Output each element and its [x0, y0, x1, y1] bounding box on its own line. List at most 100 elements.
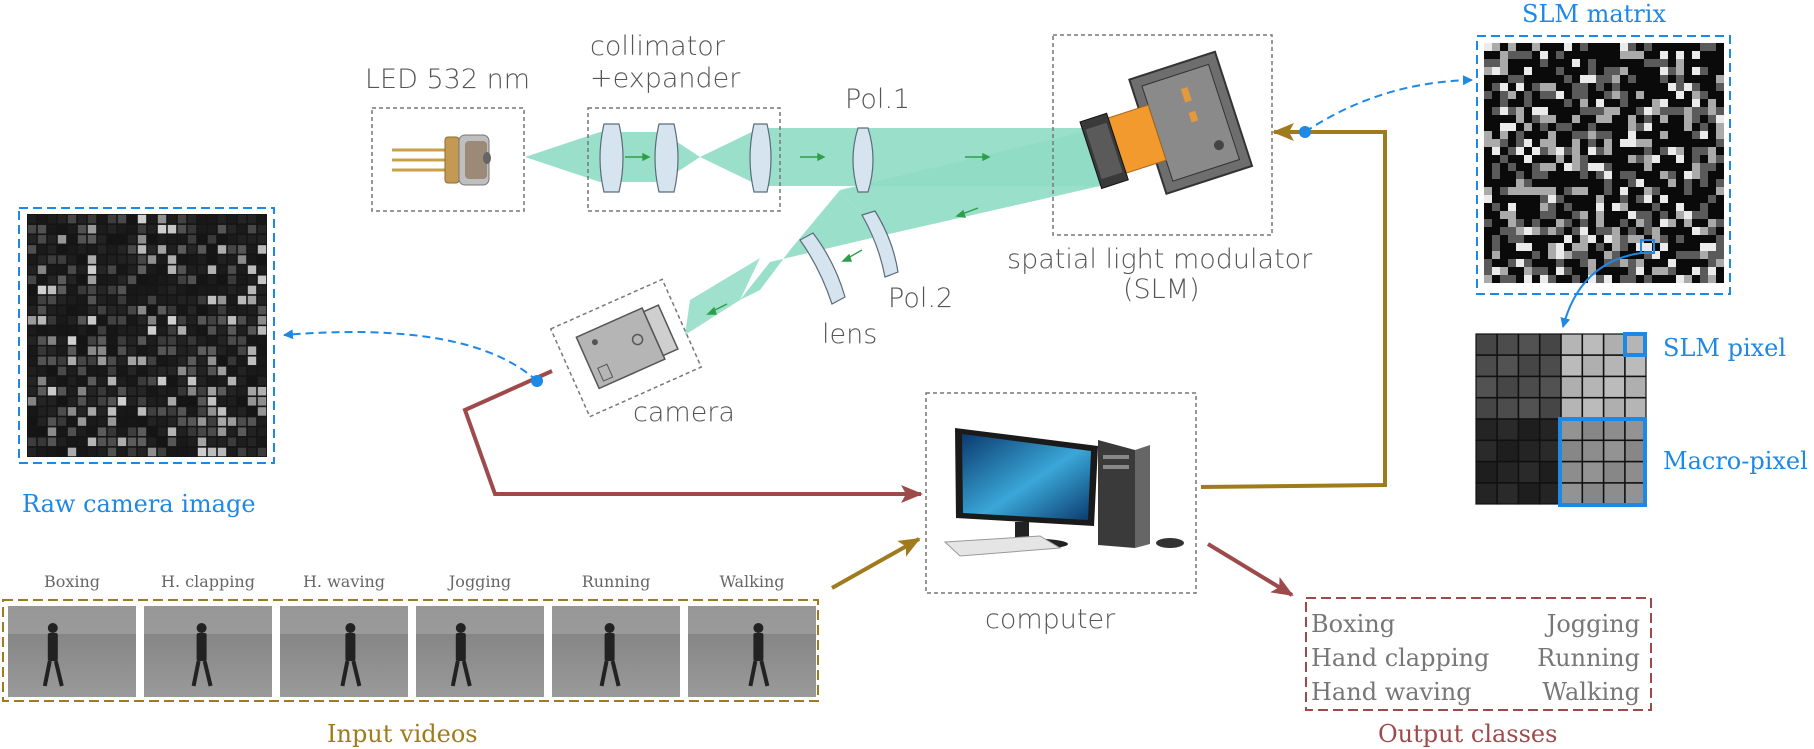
slm-cell	[1516, 107, 1524, 115]
camera-speckle	[87, 326, 97, 335]
camera-speckle	[167, 295, 177, 305]
slm-cell	[1636, 107, 1644, 115]
camera-speckle	[57, 376, 67, 386]
camera-speckle	[167, 417, 177, 426]
slm-cell	[1588, 123, 1596, 131]
slm-cell	[1660, 75, 1668, 83]
slm-cell	[1548, 163, 1556, 171]
slm-cell	[1508, 107, 1516, 115]
slm-cell	[1588, 267, 1596, 275]
camera-speckle	[247, 295, 257, 305]
raw-camera-image-label: Raw camera image	[22, 490, 256, 518]
camera-speckle	[147, 437, 157, 447]
camera-speckle	[37, 366, 47, 376]
camera-speckle	[197, 214, 207, 224]
slm-cell	[1668, 219, 1676, 227]
slm-cell	[1596, 227, 1604, 235]
slm-cell	[1716, 155, 1724, 163]
camera-speckle	[97, 417, 107, 426]
slm-cell	[1620, 43, 1628, 51]
camera-speckle	[137, 376, 147, 386]
camera-speckle	[227, 376, 237, 386]
macro-cell	[1560, 333, 1583, 356]
slm-cell	[1500, 59, 1508, 67]
slm-cell	[1564, 187, 1572, 195]
camera-speckle	[107, 376, 117, 386]
macro-cell	[1560, 376, 1583, 399]
slm-cell	[1484, 139, 1492, 147]
slm-cell	[1692, 227, 1700, 235]
camera-speckle	[207, 326, 217, 335]
camera-speckle	[37, 224, 47, 234]
macro-cell	[1496, 439, 1519, 462]
slm-cell	[1516, 147, 1524, 155]
camera-speckle	[167, 275, 177, 285]
camera-speckle	[127, 336, 137, 345]
camera-speckle	[247, 417, 257, 426]
slm-cell	[1492, 163, 1500, 171]
camera-speckle	[67, 295, 77, 305]
camera-speckle	[57, 265, 67, 274]
camera-speckle	[137, 356, 147, 366]
slm-cell	[1580, 187, 1588, 195]
slm-cell	[1508, 147, 1516, 155]
camera-speckle	[97, 214, 107, 224]
macro-cell	[1603, 461, 1626, 484]
camera-speckle	[247, 245, 257, 254]
slm-cell	[1508, 91, 1516, 99]
camera-speckle	[207, 224, 217, 234]
output-classes-label: Output classes	[1378, 720, 1557, 748]
slm-cell	[1556, 243, 1564, 251]
camera-speckle	[217, 214, 227, 224]
camera-speckle	[157, 224, 167, 234]
camera-speckle	[257, 437, 267, 447]
slm-cell	[1588, 67, 1596, 75]
camera-speckle	[37, 407, 47, 416]
macro-cell	[1475, 461, 1498, 484]
slm-cell	[1492, 139, 1500, 147]
slm-cell	[1676, 155, 1684, 163]
camera-speckle	[157, 386, 167, 396]
camera-speckle	[27, 437, 37, 447]
camera-speckle	[237, 437, 247, 447]
camera-speckle	[247, 376, 257, 386]
slm-cell	[1516, 219, 1524, 227]
slm-cell	[1516, 115, 1524, 123]
camera-speckle	[47, 407, 57, 416]
slm-cell	[1604, 75, 1612, 83]
camera-speckle	[107, 397, 117, 406]
slm-cell	[1588, 163, 1596, 171]
camera-speckle	[27, 265, 37, 274]
camera-speckle	[217, 356, 227, 366]
camera-speckle	[57, 305, 67, 315]
camera-speckle	[127, 427, 137, 436]
camera-speckle	[157, 336, 167, 345]
output-class-right-2: Walking	[1542, 678, 1640, 706]
camera-speckle	[237, 376, 247, 386]
macro-cell	[1560, 482, 1583, 505]
camera-speckle	[37, 356, 47, 366]
camera-speckle	[237, 275, 247, 285]
camera-speckle	[47, 316, 57, 325]
slm-cell	[1692, 163, 1700, 171]
slm-cell	[1548, 203, 1556, 211]
slm-to-matrix-arrow	[1304, 75, 1473, 133]
camera-speckle	[197, 326, 207, 335]
slm-cell	[1604, 163, 1612, 171]
camera-speckle	[237, 407, 247, 416]
macro-cell	[1624, 461, 1647, 484]
camera-speckle	[67, 275, 77, 285]
slm-cell	[1540, 267, 1548, 275]
macro-cell	[1539, 482, 1562, 505]
slm-cell	[1684, 171, 1692, 179]
slm-cell	[1628, 227, 1636, 235]
camera-speckle	[167, 447, 177, 457]
camera-speckle	[37, 447, 47, 457]
camera-speckle	[237, 366, 247, 376]
camera-speckle	[77, 265, 87, 274]
slm-cell	[1580, 259, 1588, 267]
camera-speckle	[87, 214, 97, 224]
camera-speckle	[257, 407, 267, 416]
camera-speckle	[97, 285, 107, 295]
camera-speckle	[47, 235, 57, 244]
